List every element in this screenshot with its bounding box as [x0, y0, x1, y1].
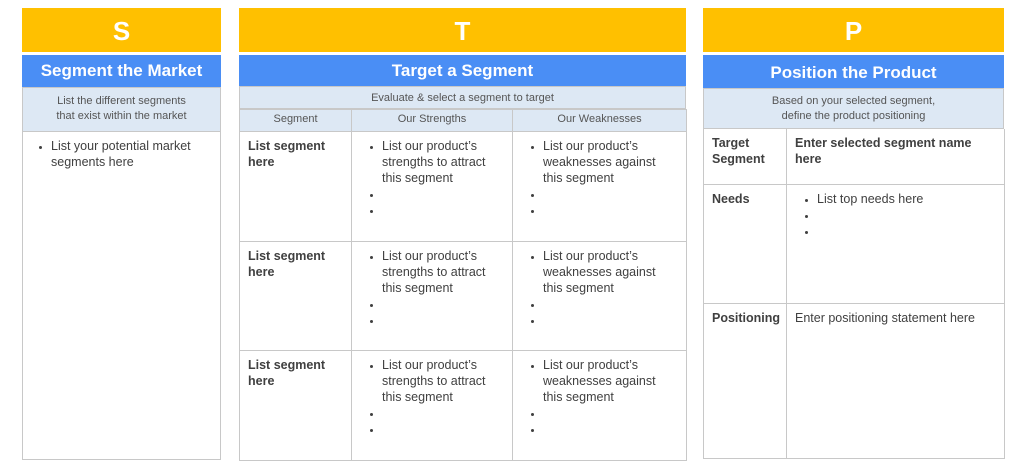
position-description-line2: define the product positioning: [781, 110, 926, 122]
target-header-row: Segment Our Strengths Our Weaknesses: [239, 109, 687, 132]
position-description-line1: Based on your selected segment,: [771, 95, 936, 107]
header-weaknesses: Our Weaknesses: [512, 109, 687, 132]
need-bullet: List top needs here: [817, 191, 996, 207]
need-bullet: [817, 223, 996, 239]
weakness-bullet: [543, 296, 678, 312]
weakness-bullet: [543, 202, 678, 218]
position-column: P Position the Product Based on your sel…: [703, 8, 1005, 459]
segment-description: List the different segments that exist w…: [22, 87, 221, 132]
position-letter: P: [703, 8, 1004, 52]
header-strengths: Our Strengths: [351, 109, 513, 132]
segment-name-cell[interactable]: List segment here: [239, 350, 352, 461]
segment-title: Segment the Market: [22, 55, 221, 87]
strengths-cell[interactable]: List our product’s strengths to attract …: [351, 241, 513, 351]
position-row-needs: Needs List top needs here: [703, 183, 1005, 304]
position-row-positioning: Positioning Enter positioning statement …: [703, 302, 1005, 459]
weakness-bullet: List our product’s weaknesses against th…: [543, 138, 678, 186]
needs-label: Needs: [703, 183, 787, 304]
target-letter: T: [239, 8, 686, 52]
segment-letter: S: [22, 8, 221, 52]
strength-bullet: [382, 202, 504, 218]
strength-bullet: [382, 312, 504, 328]
needs-cell[interactable]: List top needs here: [786, 183, 1005, 304]
weakness-bullet: [543, 312, 678, 328]
segment-column: S Segment the Market List the different …: [22, 8, 221, 460]
table-row: List segment here List our product’s str…: [239, 350, 687, 461]
strength-bullet: [382, 405, 504, 421]
target-title: Target a Segment: [239, 55, 686, 86]
weaknesses-cell[interactable]: List our product’s weaknesses against th…: [512, 350, 687, 461]
target-segment-value[interactable]: Enter selected segment name here: [786, 129, 1005, 185]
strength-bullet: List our product’s strengths to attract …: [382, 248, 504, 296]
segment-name-cell[interactable]: List segment here: [239, 131, 352, 242]
table-row: List segment here List our product’s str…: [239, 241, 687, 351]
weakness-bullet: List our product’s weaknesses against th…: [543, 248, 678, 296]
segment-bullet[interactable]: List your potential market segments here: [51, 138, 214, 170]
target-column: T Target a Segment Evaluate & select a s…: [239, 8, 687, 461]
table-row: List segment here List our product’s str…: [239, 131, 687, 242]
need-bullet: [817, 207, 996, 223]
strength-bullet: [382, 296, 504, 312]
weaknesses-cell[interactable]: List our product’s weaknesses against th…: [512, 131, 687, 242]
weakness-bullet: List our product’s weaknesses against th…: [543, 357, 678, 405]
weakness-bullet: [543, 405, 678, 421]
strength-bullet: List our product’s strengths to attract …: [382, 357, 504, 405]
position-title: Position the Product: [703, 55, 1004, 88]
strengths-cell[interactable]: List our product’s strengths to attract …: [351, 131, 513, 242]
position-table: Target Segment Enter selected segment na…: [703, 129, 1005, 459]
target-segment-label: Target Segment: [703, 129, 787, 185]
target-table: Segment Our Strengths Our Weaknesses Lis…: [239, 109, 687, 461]
positioning-value[interactable]: Enter positioning statement here: [786, 302, 1005, 459]
weaknesses-cell[interactable]: List our product’s weaknesses against th…: [512, 241, 687, 351]
segment-body[interactable]: List your potential market segments here: [22, 132, 221, 460]
strengths-cell[interactable]: List our product’s strengths to attract …: [351, 350, 513, 461]
strength-bullet: [382, 186, 504, 202]
header-segment: Segment: [239, 109, 352, 132]
strength-bullet: List our product’s strengths to attract …: [382, 138, 504, 186]
target-description: Evaluate & select a segment to target: [239, 86, 686, 109]
positioning-label: Positioning: [703, 302, 787, 459]
weakness-bullet: [543, 186, 678, 202]
position-row-target: Target Segment Enter selected segment na…: [703, 129, 1005, 185]
segment-name-cell[interactable]: List segment here: [239, 241, 352, 351]
weakness-bullet: [543, 421, 678, 437]
segment-bullets: List your potential market segments here: [29, 138, 214, 170]
position-description: Based on your selected segment, define t…: [703, 88, 1004, 129]
strength-bullet: [382, 421, 504, 437]
